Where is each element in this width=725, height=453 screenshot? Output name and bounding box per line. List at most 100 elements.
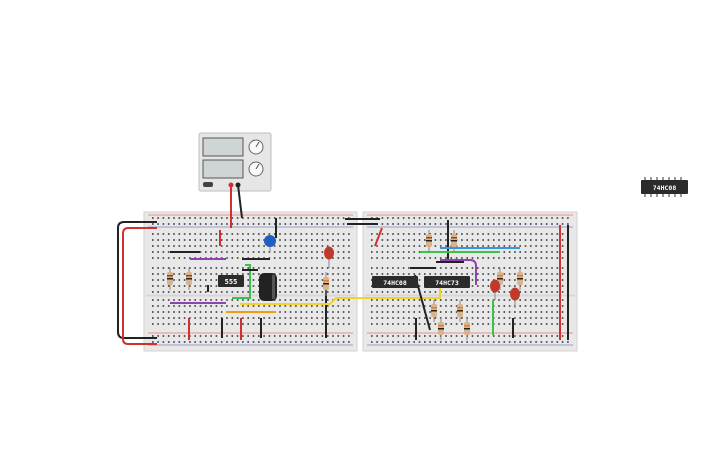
breadboard-hole[interactable]	[316, 291, 318, 293]
breadboard-hole[interactable]	[178, 311, 181, 313]
breadboard-hole[interactable]	[429, 311, 431, 313]
breadboard-hole[interactable]	[545, 305, 548, 307]
breadboard-hole[interactable]	[284, 299, 287, 301]
breadboard-hole[interactable]	[508, 305, 511, 307]
breadboard-hole[interactable]	[295, 257, 297, 259]
breadboard-hole[interactable]	[402, 291, 405, 293]
breadboard-hole[interactable]	[551, 245, 553, 247]
breadboard-hole[interactable]	[514, 323, 516, 325]
breadboard-hole[interactable]	[402, 233, 405, 235]
breadboard-hole[interactable]	[466, 223, 468, 225]
breadboard-hole[interactable]	[316, 341, 318, 343]
breadboard-hole[interactable]	[189, 291, 191, 293]
breadboard-hole[interactable]	[289, 267, 292, 269]
breadboard-hole[interactable]	[215, 217, 218, 219]
breadboard-hole[interactable]	[173, 273, 175, 275]
breadboard-hole[interactable]	[482, 311, 484, 313]
breadboard-hole[interactable]	[402, 305, 405, 307]
breadboard-hole[interactable]	[178, 285, 181, 287]
breadboard-hole[interactable]	[450, 273, 453, 275]
breadboard-hole[interactable]	[337, 273, 340, 275]
breadboard-hole[interactable]	[183, 217, 186, 219]
breadboard-hole[interactable]	[471, 305, 474, 307]
chip-74hc08-spare[interactable]: 74HC08	[641, 177, 688, 197]
breadboard-hole[interactable]	[408, 335, 410, 337]
breadboard-hole[interactable]	[268, 217, 271, 219]
breadboard-hole[interactable]	[514, 245, 516, 247]
breadboard-hole[interactable]	[279, 223, 281, 225]
breadboard-hole[interactable]	[162, 239, 165, 241]
breadboard-hole[interactable]	[152, 273, 154, 275]
breadboard-hole[interactable]	[305, 311, 308, 313]
breadboard-hole[interactable]	[189, 311, 191, 313]
breadboard-hole[interactable]	[152, 311, 154, 313]
breadboard-hole[interactable]	[220, 223, 223, 225]
breadboard-hole[interactable]	[386, 233, 389, 235]
breadboard-hole[interactable]	[194, 323, 196, 325]
breadboard-hole[interactable]	[337, 245, 340, 247]
breadboard-hole[interactable]	[434, 257, 437, 259]
breadboard-hole[interactable]	[199, 217, 202, 219]
breadboard-hole[interactable]	[455, 317, 458, 319]
breadboard-hole[interactable]	[450, 335, 453, 337]
breadboard-hole[interactable]	[418, 223, 421, 225]
breadboard-hole[interactable]	[371, 257, 373, 259]
breadboard-hole[interactable]	[556, 299, 559, 301]
breadboard-hole[interactable]	[305, 257, 308, 259]
breadboard-hole[interactable]	[252, 285, 255, 287]
breadboard-hole[interactable]	[311, 335, 313, 337]
breadboard-hole[interactable]	[466, 239, 468, 241]
breadboard-hole[interactable]	[445, 335, 447, 337]
breadboard-hole[interactable]	[535, 323, 537, 325]
breadboard-hole[interactable]	[305, 251, 308, 253]
breadboard-hole[interactable]	[408, 323, 410, 325]
breadboard-hole[interactable]	[157, 305, 159, 307]
breadboard-hole[interactable]	[540, 245, 543, 247]
breadboard-hole[interactable]	[152, 305, 154, 307]
breadboard-hole[interactable]	[455, 305, 458, 307]
breadboard-hole[interactable]	[556, 251, 559, 253]
breadboard-hole[interactable]	[289, 311, 292, 313]
breadboard-hole[interactable]	[226, 217, 228, 219]
breadboard-hole[interactable]	[540, 285, 543, 287]
breadboard-hole[interactable]	[247, 323, 249, 325]
breadboard-hole[interactable]	[439, 233, 442, 235]
breadboard-hole[interactable]	[386, 335, 389, 337]
breadboard-hole[interactable]	[194, 245, 196, 247]
breadboard-hole[interactable]	[273, 335, 276, 337]
breadboard-hole[interactable]	[535, 233, 537, 235]
breadboard-hole[interactable]	[413, 257, 415, 259]
breadboard-hole[interactable]	[236, 233, 239, 235]
breadboard-hole[interactable]	[279, 335, 281, 337]
breadboard-hole[interactable]	[258, 341, 260, 343]
breadboard-hole[interactable]	[455, 217, 458, 219]
breadboard-hole[interactable]	[220, 239, 223, 241]
right-jumpers[interactable]	[410, 220, 569, 340]
breadboard-hole[interactable]	[418, 305, 421, 307]
breadboard-hole[interactable]	[183, 305, 186, 307]
breadboard-hole[interactable]	[519, 239, 521, 241]
breadboard-hole[interactable]	[273, 317, 276, 319]
breadboard-hole[interactable]	[545, 267, 548, 269]
breadboard-hole[interactable]	[514, 251, 516, 253]
breadboard-hole[interactable]	[300, 251, 302, 253]
breadboard-hole[interactable]	[337, 279, 340, 281]
breadboard-hole[interactable]	[152, 251, 154, 253]
breadboard-hole[interactable]	[326, 217, 329, 219]
breadboard-hole[interactable]	[194, 317, 196, 319]
breadboard-hole[interactable]	[508, 335, 511, 337]
breadboard-hole[interactable]	[487, 323, 490, 325]
breadboard-hole[interactable]	[295, 305, 297, 307]
breadboard-hole[interactable]	[392, 257, 394, 259]
breadboard-hole[interactable]	[519, 341, 521, 343]
breadboard-hole[interactable]	[530, 223, 532, 225]
breadboard-hole[interactable]	[477, 245, 479, 247]
breadboard-hole[interactable]	[413, 217, 415, 219]
breadboard-hole[interactable]	[194, 273, 196, 275]
breadboard-hole[interactable]	[210, 245, 212, 247]
breadboard-hole[interactable]	[332, 217, 334, 219]
breadboard-hole[interactable]	[167, 257, 170, 259]
breadboard-hole[interactable]	[337, 291, 340, 293]
breadboard-hole[interactable]	[471, 273, 474, 275]
